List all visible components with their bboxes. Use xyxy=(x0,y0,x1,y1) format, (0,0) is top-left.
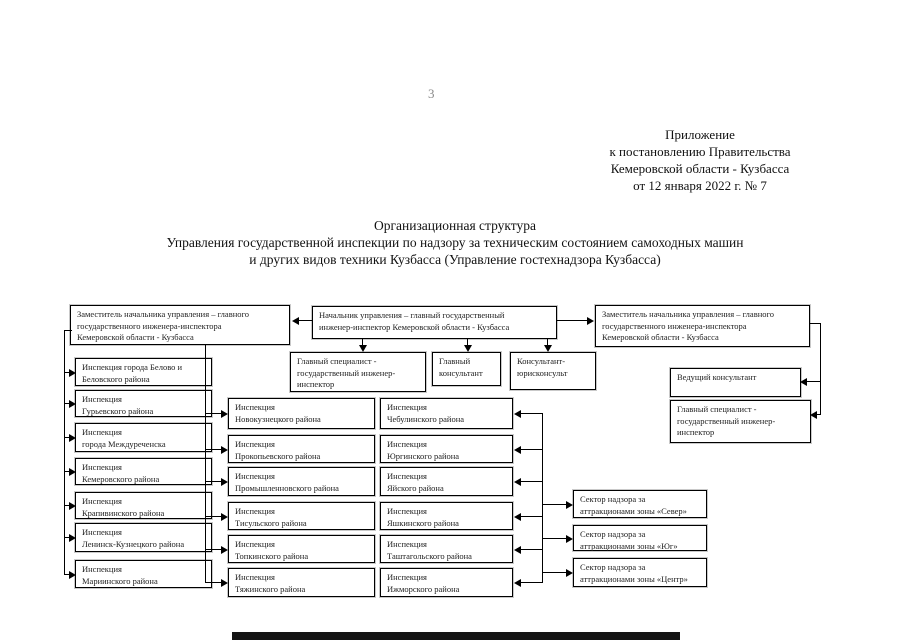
connector-line xyxy=(64,537,70,538)
connector-line xyxy=(205,516,221,517)
arrowhead-right xyxy=(221,478,228,486)
org-box-inspection-chebula: Инспекция Чебулинского района xyxy=(380,398,513,429)
org-box-inspection-yaya: Инспекция Яйского района xyxy=(380,467,513,496)
connector-rail-right xyxy=(820,323,821,414)
arrowhead-right xyxy=(566,535,573,543)
arrowhead-right xyxy=(221,446,228,454)
connector-line xyxy=(807,381,821,382)
org-box-inspection-leninsk: Инспекция Ленинск-Кузнецкого района xyxy=(75,523,212,552)
connector-line xyxy=(299,320,312,321)
org-box-sector-south: Сектор надзора за аттракционами зоны «Юг… xyxy=(573,525,707,551)
arrowhead-right xyxy=(221,410,228,418)
connector-line xyxy=(205,449,221,450)
org-box-inspection-mezhdurechensk: Инспекция города Междуреченска xyxy=(75,423,212,452)
connector-line xyxy=(817,414,821,415)
arrowhead-left xyxy=(514,478,521,486)
arrowhead-right xyxy=(221,513,228,521)
org-box-inspection-guryevsk: Инспекция Гурьевского района xyxy=(75,390,212,417)
connector-line xyxy=(521,582,542,583)
arrowhead-right xyxy=(69,534,76,542)
connector-line xyxy=(547,339,548,346)
arrowhead-down xyxy=(544,345,552,352)
connector-line xyxy=(64,471,70,472)
org-box-leading-consultant: Ведущий консультант xyxy=(670,368,801,397)
org-box-inspection-promyshlennaya: Инспекция Промышленновского района xyxy=(228,467,375,496)
connector-line xyxy=(64,403,70,404)
arrowhead-down xyxy=(464,345,472,352)
arrowhead-right xyxy=(69,400,76,408)
arrowhead-right xyxy=(69,502,76,510)
org-box-inspection-yashkino: Инспекция Яшкинского района xyxy=(380,502,513,530)
org-box-chief-specialist: Главный специалист - государственный инж… xyxy=(290,352,426,392)
connector-line xyxy=(205,481,221,482)
org-box-inspection-novokuznetsk: Инспекция Новокузнецкого района xyxy=(228,398,375,429)
arrowhead-right xyxy=(587,317,594,325)
connector-line xyxy=(467,339,468,346)
org-box-sector-center: Сектор надзора за аттракционами зоны «Це… xyxy=(573,558,707,587)
connector-line xyxy=(205,582,221,583)
connector-line xyxy=(205,413,221,414)
connector-rail-midright xyxy=(542,413,543,583)
arrowhead-right xyxy=(566,569,573,577)
connector-line xyxy=(521,413,542,414)
page-number: 3 xyxy=(428,86,435,101)
arrowhead-left xyxy=(810,411,817,419)
bottom-bar xyxy=(232,632,680,640)
arrowhead-left xyxy=(800,378,807,386)
org-box-inspection-tisul: Инспекция Тисульского района xyxy=(228,502,375,530)
connector-line xyxy=(64,330,72,331)
arrowhead-left xyxy=(514,546,521,554)
connector-line xyxy=(64,505,70,506)
org-box-chief: Начальник управления – главный государст… xyxy=(312,306,557,339)
org-box-inspection-tashtagol: Инспекция Таштагольского района xyxy=(380,535,513,563)
arrowhead-down xyxy=(359,345,367,352)
org-box-chief-specialist-right: Главный специалист - государственный инж… xyxy=(670,400,811,443)
arrowhead-left xyxy=(292,317,299,325)
connector-rail-left xyxy=(64,330,65,575)
org-box-left-deputy: Заместитель начальника управления – глав… xyxy=(70,305,290,345)
arrowhead-right xyxy=(221,546,228,554)
connector-line xyxy=(362,339,363,346)
connector-line xyxy=(521,516,542,517)
connector-line xyxy=(64,437,70,438)
arrowhead-right xyxy=(69,369,76,377)
arrowhead-left xyxy=(514,579,521,587)
org-box-inspection-izhmorka: Инспекция Ижморского района xyxy=(380,568,513,597)
arrowhead-left xyxy=(514,513,521,521)
connector-line xyxy=(557,320,587,321)
connector-line xyxy=(542,572,566,573)
connector-line xyxy=(205,549,221,550)
document-header: Приложение к постановлению Правительства… xyxy=(609,127,791,193)
chart-title: Организационная структура Управления гос… xyxy=(166,218,744,267)
org-box-consultant-lawyer: Консультант- юрисконсульт xyxy=(510,352,596,390)
org-box-inspection-topki: Инспекция Топкинского района xyxy=(228,535,375,563)
arrowhead-left xyxy=(514,446,521,454)
connector-line xyxy=(542,538,566,539)
arrowhead-right xyxy=(566,501,573,509)
arrowhead-right xyxy=(221,579,228,587)
connector-line xyxy=(64,574,70,575)
connector-line xyxy=(521,481,542,482)
org-box-inspection-kemerovo: Инспекция Кемеровского района xyxy=(75,458,212,485)
org-box-inspection-tyazhin: Инспекция Тяжинского района xyxy=(228,568,375,597)
org-box-inspection-yurga: Инспекция Юргинского района xyxy=(380,435,513,463)
arrowhead-right xyxy=(69,434,76,442)
org-box-inspection-krapivino: Инспекция Крапивинского района xyxy=(75,492,212,519)
org-box-inspection-prokopyevsk: Инспекция Прокопьевского района xyxy=(228,435,375,463)
org-box-right-deputy: Заместитель начальника управления – глав… xyxy=(595,305,810,347)
connector-line xyxy=(64,372,70,373)
org-box-chief-consultant: Главный консультант xyxy=(432,352,501,386)
arrowhead-right xyxy=(69,468,76,476)
connector-line xyxy=(542,504,566,505)
arrowhead-left xyxy=(514,410,521,418)
connector-rail-midleft xyxy=(205,345,206,583)
connector-line xyxy=(521,549,542,550)
org-box-inspection-belovo: Инспекция города Белово и Беловского рай… xyxy=(75,358,212,386)
connector-line xyxy=(521,449,542,450)
arrowhead-right xyxy=(69,571,76,579)
connector-line xyxy=(810,323,821,324)
org-box-inspection-mariinsk: Инспекция Мариинского района xyxy=(75,560,212,588)
org-box-sector-north: Сектор надзора за аттракционами зоны «Се… xyxy=(573,490,707,518)
